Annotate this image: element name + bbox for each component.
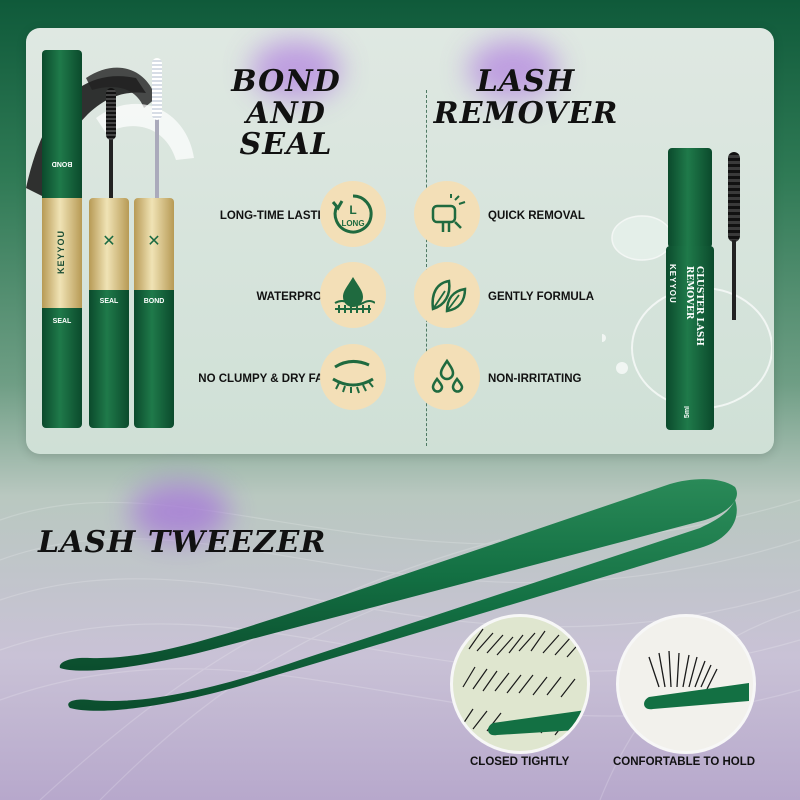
- long-word: LONG: [341, 219, 364, 228]
- tube-bond: BOND ✕: [134, 198, 174, 428]
- remover-name-line2: REMOVER: [684, 266, 694, 320]
- drops-icon: [414, 344, 480, 410]
- remover-name-line1: CLUSTER LASH: [694, 266, 704, 346]
- feature-label-no-clumpy: NO CLUMPY & DRY FAST: [198, 373, 338, 385]
- feature-label-quick-removal: QUICK REMOVAL: [488, 210, 585, 222]
- caption-closed-tightly: CLOSED TIGHTLY: [470, 756, 570, 768]
- remover-bottle: KEYYOU CLUSTER LASH REMOVER 5ml: [666, 246, 714, 430]
- tube3-label: BOND: [143, 298, 165, 305]
- seal-brush: [152, 58, 162, 198]
- remover-heading-line1: LASH: [476, 64, 576, 99]
- eye-icon: [320, 344, 386, 410]
- closed-tightly-photo: [450, 614, 590, 754]
- comfortable-hold-photo: [616, 614, 756, 754]
- long-letter: L: [349, 203, 356, 217]
- lash-remover-heading: LASH REMOVER: [426, 66, 626, 129]
- remover-brand: KEYYOU: [668, 264, 677, 304]
- bond-heading-line2: SEAL: [239, 127, 333, 162]
- bond-seal-heading: BOND AND SEAL: [186, 66, 386, 161]
- glow-left: [251, 40, 341, 100]
- feature-label-waterproof: WATERPROOF: [256, 291, 338, 303]
- remover-brush: [728, 152, 740, 322]
- bond-heading-line1: BOND AND: [231, 64, 341, 131]
- remover-heading-line2: REMOVER: [433, 95, 619, 131]
- leaf-icon: [414, 262, 480, 328]
- feature-label-gently-formula: GENTLY FORMULA: [488, 291, 595, 303]
- feature-label-non-irritating: NON-IRRITATING: [488, 373, 582, 385]
- remover-name: CLUSTER LASH REMOVER: [684, 266, 704, 346]
- waterproof-icon: [320, 262, 386, 328]
- tube-seal: SEAL ✕: [89, 198, 129, 428]
- glow-right: [468, 40, 558, 100]
- top-panel: BOND SEAL KEYYOU SEAL ✕ BOND ✕ BON: [26, 28, 774, 454]
- wipe-icon: [414, 181, 480, 247]
- caption-comfortable-hold: CONFORTABLE TO HOLD: [613, 756, 756, 768]
- tube-bond-seal: BOND SEAL KEYYOU: [42, 50, 82, 428]
- remover-cap: [668, 148, 712, 248]
- bond-brush: [106, 88, 116, 198]
- tube2-label: SEAL: [99, 298, 119, 305]
- tube2-logo-icon: ✕: [102, 233, 116, 250]
- tube3-logo-icon: ✕: [147, 233, 161, 250]
- tube1-bottom-label: SEAL: [52, 318, 72, 325]
- long-lasting-icon: L LONG: [320, 181, 386, 247]
- feature-label-long-lasting: LONG-TIME LASTING: [219, 210, 338, 222]
- glow-tweezer: [130, 482, 230, 542]
- lash-tweezer-heading: LASH TWEEZER: [38, 525, 327, 560]
